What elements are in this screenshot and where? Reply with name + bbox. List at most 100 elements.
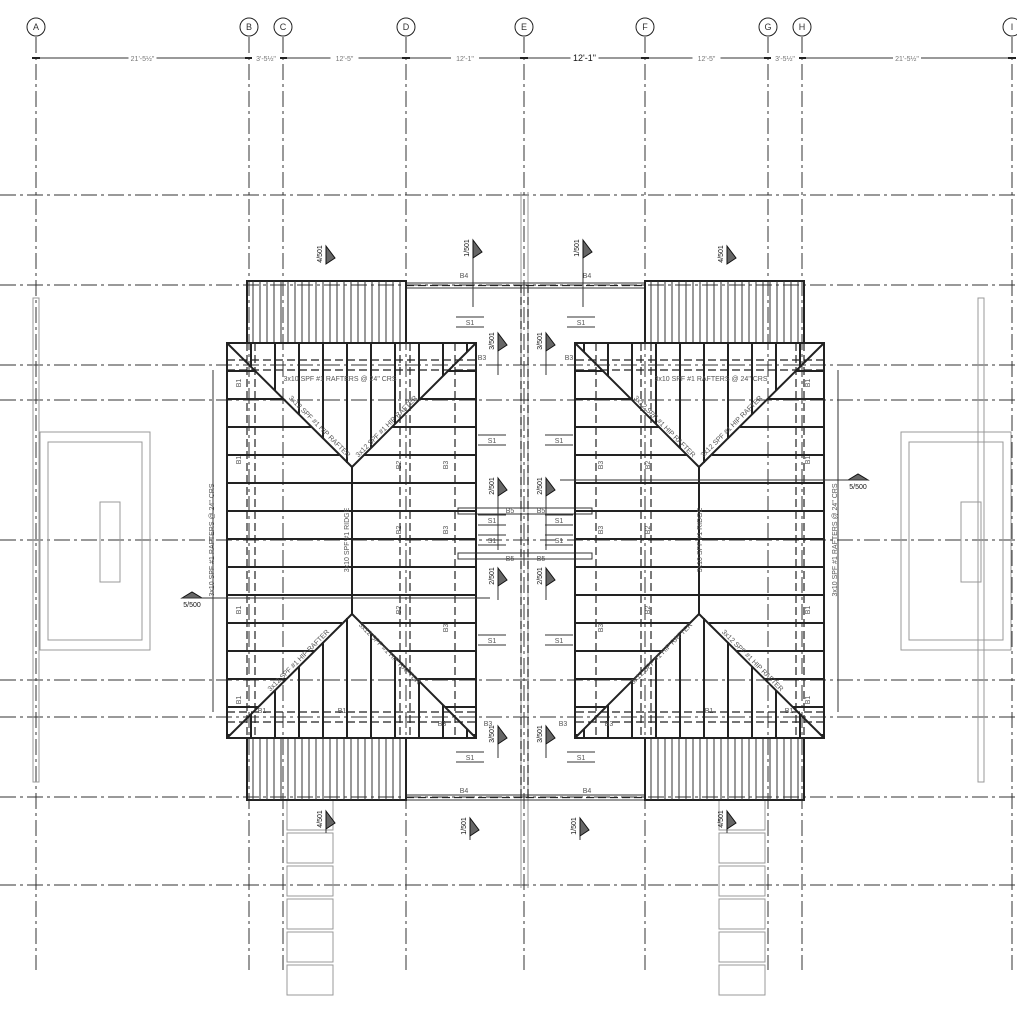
section-label: 1/501	[574, 239, 581, 257]
beam-label: B5	[506, 508, 515, 515]
grid-bubble	[26, 17, 46, 37]
grid-label: B	[246, 22, 252, 32]
section-label: 2/501	[537, 477, 544, 495]
section-marker-icon	[545, 724, 556, 745]
paver	[718, 832, 766, 864]
rafter-spec: 3x10 SPF #1 RAFTERS @ 24" CRS	[832, 483, 839, 596]
section-label: 4/501	[317, 245, 324, 263]
grid-bubble	[514, 17, 534, 37]
dimension-mask	[570, 53, 599, 63]
strap-label: S1	[488, 538, 497, 545]
section-marker-icon	[497, 331, 508, 352]
site-pad-inner	[47, 441, 143, 641]
hip-rafter	[698, 613, 825, 739]
roof-outline	[574, 342, 825, 739]
rafter-spec: 3x10 SPF #1 RAFTERS @ 24" CRS	[209, 483, 216, 596]
section-marker-icon	[579, 816, 590, 837]
ridge-spec: 3x10 SPF #1 RIDGE	[697, 507, 704, 572]
dimension-text: 12'-5"	[336, 56, 354, 63]
section-marker-icon	[545, 566, 556, 587]
grid-label: H	[799, 22, 806, 32]
section-label: 3/501	[489, 725, 496, 743]
beam-label: B5	[537, 556, 546, 563]
paver	[718, 865, 766, 897]
paver	[286, 931, 334, 963]
site-strip	[32, 297, 40, 783]
grid-bubble	[273, 17, 293, 37]
dimension-mask	[128, 53, 157, 63]
strap-label: S1	[555, 638, 564, 645]
beam-label: B3	[598, 624, 605, 633]
beam-label: B3	[598, 526, 605, 535]
beam-label: B4	[460, 788, 469, 795]
beam-label: B5	[537, 508, 546, 515]
beam-label: B2	[645, 526, 652, 535]
grid-label: C	[280, 22, 287, 32]
beam-label: B5	[506, 556, 515, 563]
strap-label: S1	[488, 638, 497, 645]
beam-label: B1	[805, 696, 812, 705]
grid-label: D	[403, 22, 410, 32]
section-marker-icon	[726, 809, 737, 830]
dimension-mask	[451, 53, 479, 63]
overhang	[644, 737, 805, 801]
beam-label: B1	[258, 708, 267, 715]
paver	[718, 931, 766, 963]
strap-label: S1	[555, 438, 564, 445]
section-marker-icon	[545, 476, 556, 497]
hip-spec: 3x12 SPF #1 HIP RAFTER	[630, 622, 694, 686]
paver	[718, 964, 766, 996]
beam-label: B2	[396, 461, 403, 470]
section-marker-icon	[325, 244, 336, 265]
dimension-text: 12'-5"	[698, 56, 716, 63]
overhang	[644, 280, 805, 344]
section-label: 3/501	[537, 725, 544, 743]
dimension-mask	[771, 53, 799, 63]
paver	[718, 898, 766, 930]
grid-bubble	[1002, 17, 1017, 37]
dimension-mask	[692, 53, 721, 63]
section-label: 5/500	[849, 484, 867, 491]
grid-bubble	[758, 17, 778, 37]
dimension-text: 12'-1"	[573, 53, 596, 63]
paver	[286, 865, 334, 897]
section-label: 1/501	[571, 817, 578, 835]
beam-label: B1	[705, 708, 714, 715]
rafter-spec: 3x10 SPF #1 RAFTERS @ 24" CRS	[654, 376, 767, 383]
beam-label: B3	[565, 355, 574, 362]
grid-bubble	[239, 17, 259, 37]
paver	[718, 799, 766, 831]
site-pad-inner	[908, 441, 1004, 641]
section-label: 1/501	[464, 239, 471, 257]
grid-bubble	[396, 17, 416, 37]
beam-label: B3	[484, 721, 493, 728]
beam-label: B1	[236, 696, 243, 705]
beam-label: B1	[805, 606, 812, 615]
strap-label: S1	[466, 755, 475, 762]
section-label: 3/501	[537, 332, 544, 350]
beam-label: B1	[338, 708, 347, 715]
grid-label: F	[642, 22, 648, 32]
strap-label: S1	[577, 755, 586, 762]
beam-label: B4	[583, 273, 592, 280]
paver	[286, 898, 334, 930]
grid-bubble	[635, 17, 655, 37]
beam-label: B3	[443, 526, 450, 535]
beam-label: B3	[438, 721, 447, 728]
section-label: 3/501	[489, 332, 496, 350]
section-marker-icon	[497, 724, 508, 745]
grid-label: I	[1011, 22, 1014, 32]
paver	[286, 964, 334, 996]
beam-b5	[457, 507, 593, 515]
roof-framing	[212, 192, 839, 888]
beam-label: B4	[460, 273, 469, 280]
section-marker-icon	[726, 244, 737, 265]
beam-label: B2	[396, 606, 403, 615]
grid-label: E	[521, 22, 527, 32]
section-label: 1/501	[461, 817, 468, 835]
hip-rafter	[226, 342, 353, 468]
hip-rafter	[574, 342, 700, 468]
dimension-text: 21'-5½"	[895, 55, 919, 63]
section-marker-icon	[497, 476, 508, 497]
overhang	[246, 280, 407, 344]
